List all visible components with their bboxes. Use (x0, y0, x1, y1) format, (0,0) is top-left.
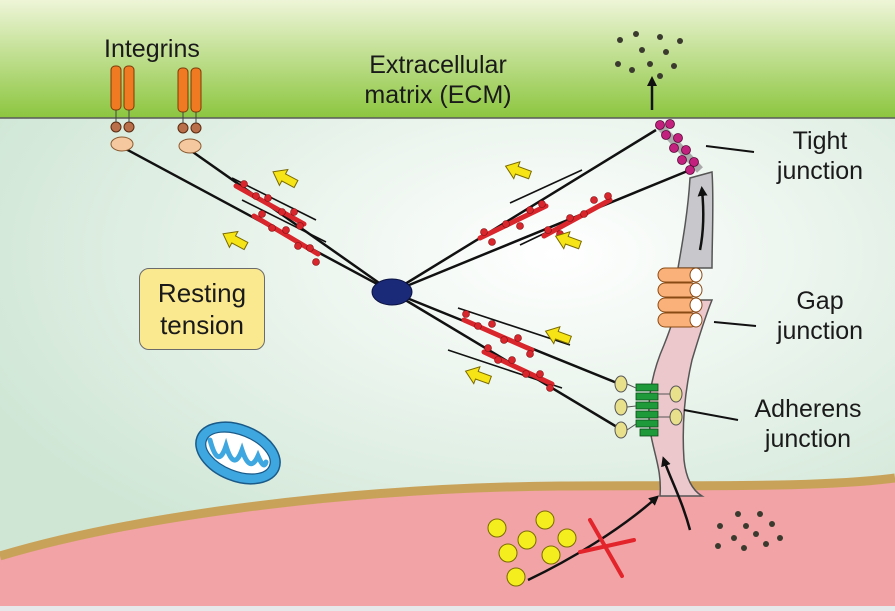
ecm-label-line1: Extracellular (369, 51, 507, 79)
integrin-left (110, 65, 135, 152)
gap-label-line2: junction (776, 317, 864, 345)
tight-label-line2: junction (776, 157, 864, 185)
resting-label-line1: Resting (157, 278, 247, 308)
mitochondrion-icon (195, 421, 281, 485)
adherens-junction-label: Adherens junction (738, 394, 878, 454)
tight-label-line1: Tight (792, 127, 848, 155)
leader-lines (683, 145, 757, 421)
ecm-label: Extracellular matrix (ECM) (348, 50, 528, 110)
nucleus-region (0, 478, 895, 606)
ecm-label-line2: matrix (ECM) (364, 81, 512, 109)
ecm-region (0, 0, 895, 118)
yellow-particles (487, 510, 577, 587)
nuclear-membrane (0, 473, 895, 561)
tight-junction-label: Tight junction (760, 126, 880, 186)
resting-label-line2: tension (160, 310, 244, 340)
red-x-block-icon (578, 518, 636, 578)
actomyosin-bundles (231, 169, 613, 392)
gap-junction-cylinders (657, 267, 703, 328)
adherens-label-line1: Adherens (754, 395, 862, 423)
gap-label-line1: Gap (796, 287, 844, 315)
resting-tension-box: Resting tension (139, 268, 265, 350)
gap-junction-label: Gap junction (760, 286, 880, 346)
dark-particles (615, 31, 783, 551)
integrins-label: Integrins (104, 35, 200, 63)
tight-junction-beads (655, 119, 703, 175)
focal-node (371, 278, 413, 306)
integrin-right (177, 67, 202, 154)
transport-arrows (527, 76, 708, 582)
adherens-junction (614, 375, 683, 439)
adherens-label-line2: junction (764, 425, 852, 453)
